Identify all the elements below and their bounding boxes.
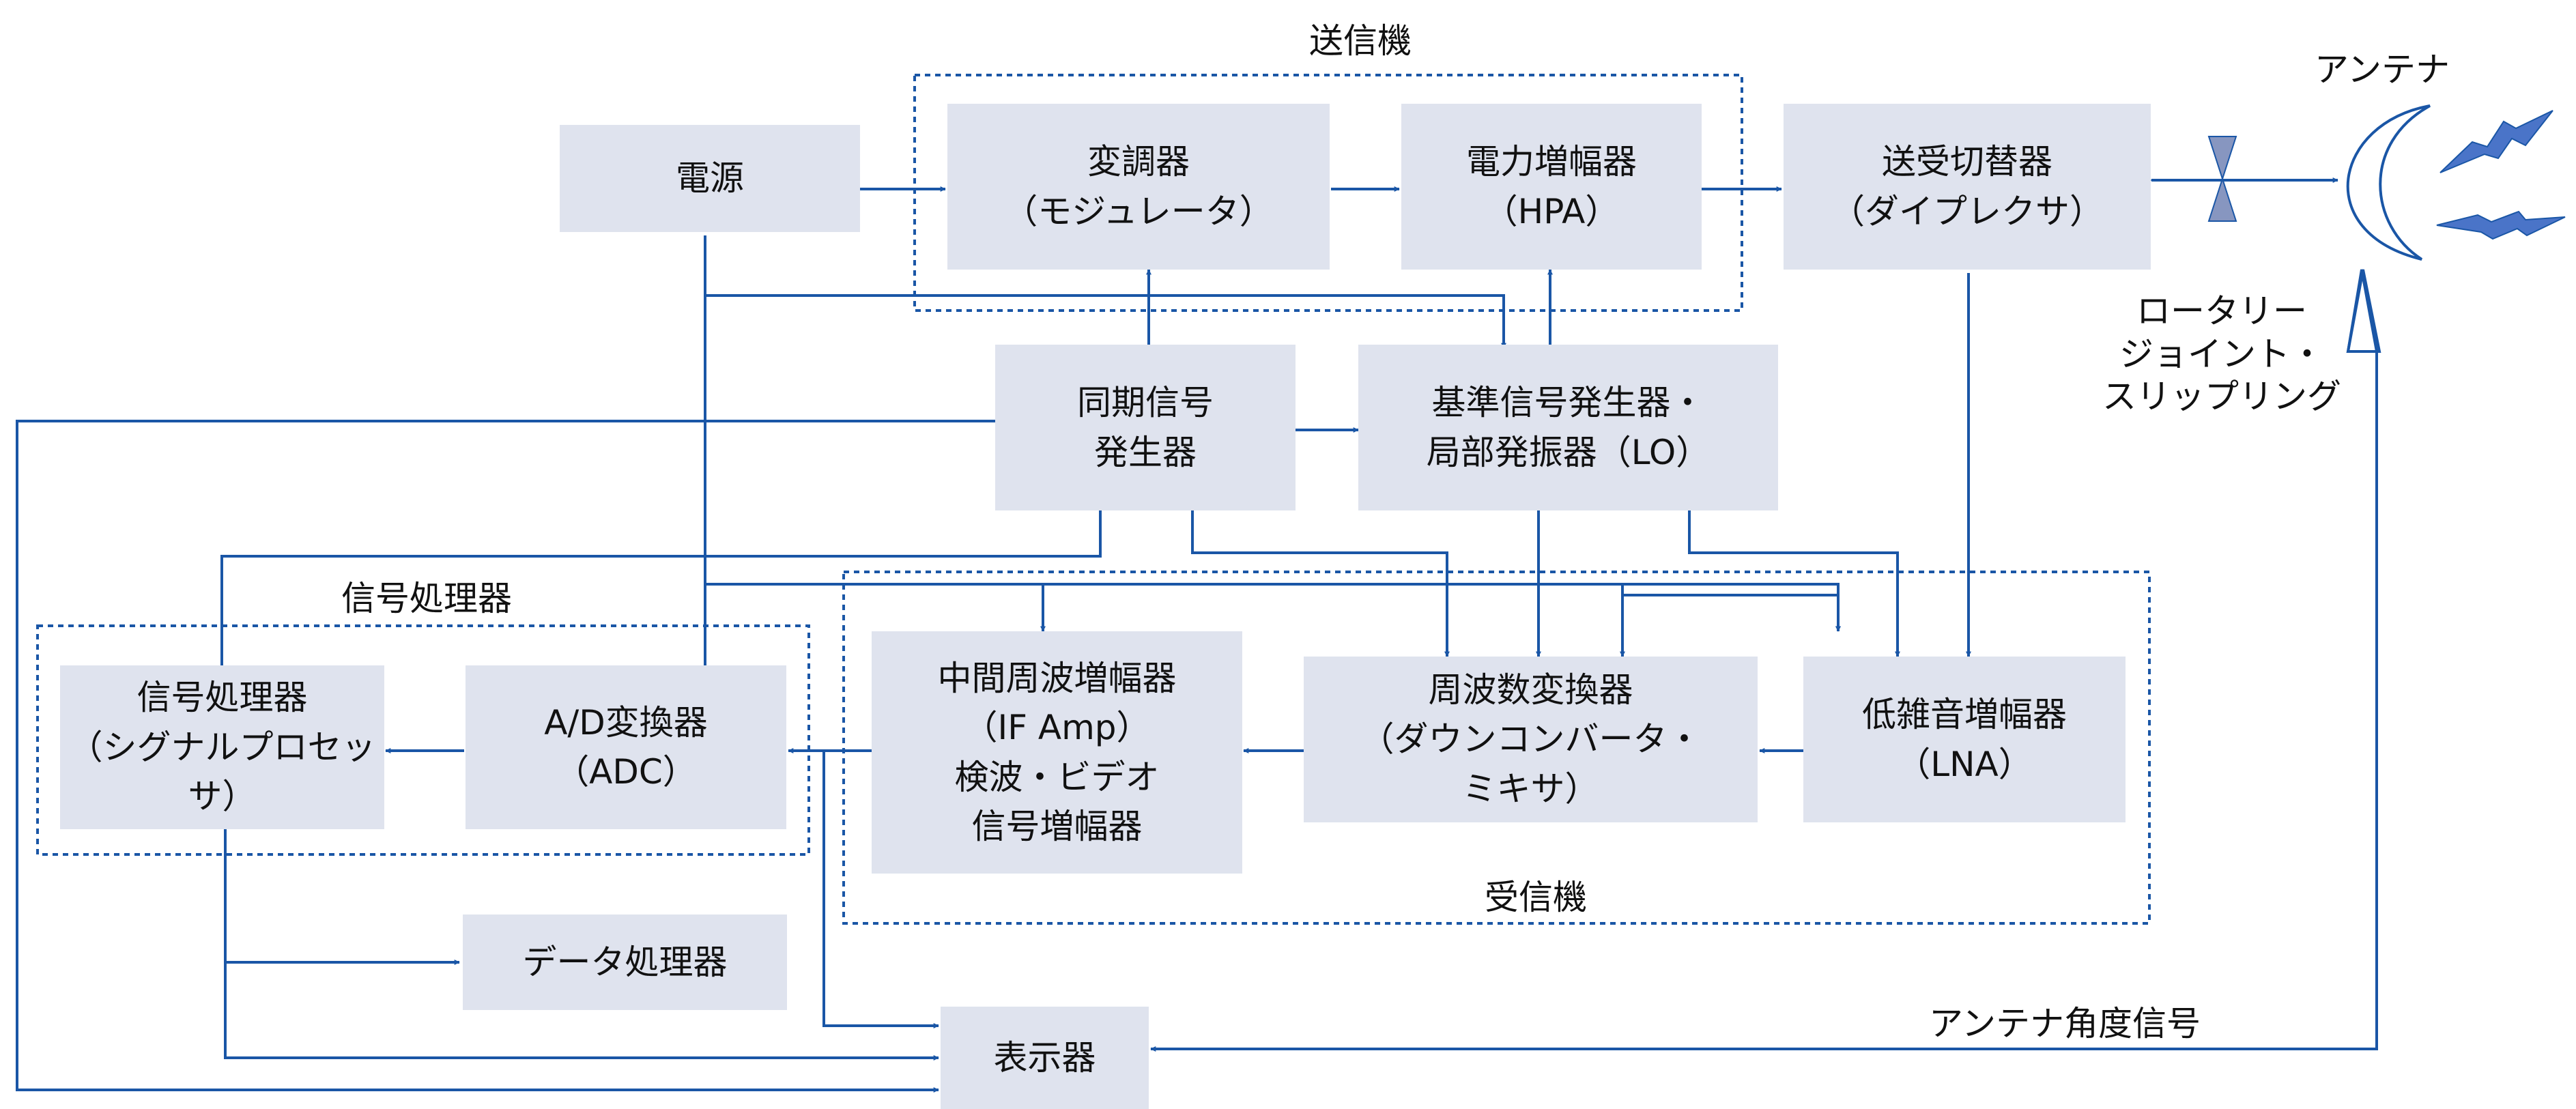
modulator-block: 変調器 （モジュレータ） bbox=[947, 104, 1330, 270]
signal-processor-group-frame bbox=[36, 624, 810, 856]
signal-processor-block: 信号処理器 （シグナルプロセッサ） bbox=[60, 665, 384, 829]
hpa-block: 電力増幅器 （HPA） bbox=[1401, 104, 1702, 270]
if-amp-block: 中間周波増幅器 （IF Amp） 検波・ビデオ 信号増幅器 bbox=[872, 631, 1242, 874]
line-sigproc-to-dataproc bbox=[224, 829, 460, 965]
line-antenna-angle-to-display bbox=[1150, 351, 2378, 1052]
receiver-group-label: 受信機 bbox=[1485, 878, 1587, 917]
radio-wave-icon bbox=[2436, 110, 2566, 240]
line-power-to-lo bbox=[705, 294, 1506, 349]
line-lo-to-lna bbox=[1688, 509, 1900, 657]
line-sync-to-signal-processor bbox=[219, 509, 1102, 674]
transmitter-group-frame bbox=[913, 74, 1743, 312]
adc-block: A/D変換器 （ADC） bbox=[466, 665, 786, 829]
mixer-block: 周波数変換器 （ダウンコンバータ・ ミキサ） bbox=[1304, 657, 1758, 822]
transmitter-group-label: 送信機 bbox=[1309, 21, 1412, 61]
power-block: 電源 bbox=[560, 125, 860, 232]
ref-lo-block: 基準信号発生器・ 局部発振器（LO） bbox=[1358, 345, 1778, 510]
line-sigproc-to-display bbox=[224, 962, 939, 1061]
signal-processor-group-label: 信号処理器 bbox=[341, 579, 512, 618]
data-processor-block: データ処理器 bbox=[463, 914, 787, 1010]
line-power-to-lna-b bbox=[1622, 594, 1841, 632]
line-sync-to-mixer bbox=[1191, 509, 1450, 657]
line-if-amp-to-display bbox=[822, 751, 939, 1028]
line-power-bus-receiver bbox=[705, 583, 1841, 632]
lna-block: 低雑音増幅器 （LNA） bbox=[1803, 657, 2126, 822]
duplexer-block: 送受切替器 （ダイプレクサ） bbox=[1784, 104, 2151, 270]
rotary-joint-icon bbox=[2207, 136, 2237, 222]
line-sync-to-display bbox=[16, 420, 995, 1093]
antenna-angle-label: アンテナ角度信号 bbox=[1929, 1004, 2201, 1043]
display-block: 表示器 bbox=[941, 1007, 1149, 1109]
antenna-label: アンテナ bbox=[2315, 50, 2450, 89]
antenna-icon bbox=[2346, 104, 2431, 353]
rotary-joint-label: ロータリー ジョイント・ スリップリング bbox=[2102, 291, 2341, 416]
sync-generator-block: 同期信号 発生器 bbox=[995, 345, 1296, 510]
